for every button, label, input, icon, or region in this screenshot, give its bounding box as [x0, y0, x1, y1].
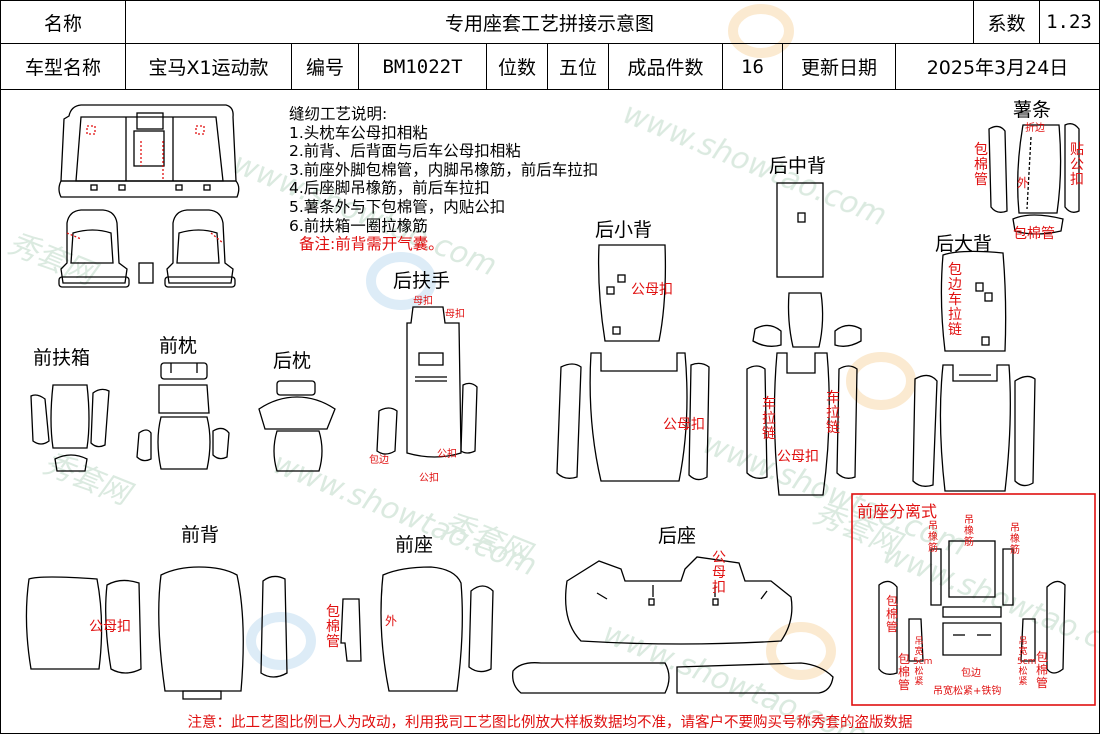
rear-headrest-pieces [258, 380, 336, 472]
anno-chips-fold: 折边 [1025, 123, 1045, 134]
anno-sep-side-right: 吊宽5cm松紧 [1017, 637, 1037, 687]
front-armrest-box-pieces [30, 384, 110, 472]
front-seat-overview-right [164, 209, 236, 288]
chips-pieces [988, 123, 1080, 235]
front-seat-separate-frame [851, 493, 1096, 706]
anno-chips-stick: 贴公扣 [1070, 142, 1084, 188]
anno-sep-side-left: 吊宽5cm松紧 [913, 637, 933, 687]
label-front-back: 前背 [181, 524, 220, 546]
anno-sep-hang-right: 吊橡筋 [1010, 523, 1020, 556]
anno-chips-outer: 外 [1017, 176, 1030, 190]
code-value: BM1022T [359, 44, 487, 89]
rear-armrest-pieces [376, 306, 478, 458]
front-seat-overview-left [58, 209, 130, 288]
anno-chips-bottom-cotton: 包棉管 [1013, 226, 1055, 242]
small-square-part [138, 262, 154, 284]
rear-big-back-pieces [912, 250, 1036, 492]
anno-sep-cotton-left: 包棉管 [885, 594, 898, 634]
anno-armrest-female-2: 母扣 [445, 309, 465, 320]
front-headrest-pieces [136, 362, 230, 470]
sheet-title: 专用座套工艺拼接示意图 [126, 1, 974, 43]
count-value: 16 [723, 44, 783, 89]
date-value: 2025年3月24日 [926, 57, 1069, 79]
instruction-remark: 备注:前背需开气囊。 [299, 235, 444, 254]
anno-armrest-female: 母扣 [413, 296, 433, 307]
seats-value: 五位 [548, 44, 609, 89]
label-front-seat-separate: 前座分离式 [857, 502, 938, 521]
label-rear-headrest: 后枕 [273, 350, 312, 372]
instruction-item-5: 5.薯条外与下包棉管，内贴公扣 [289, 197, 506, 216]
anno-sep-rim: 包边 [961, 668, 981, 679]
model-value: 宝马X1运动款 [126, 44, 292, 89]
instruction-item-3: 3.前座外脚包棉管，内脚吊橡筋，前后车拉扣 [289, 160, 599, 179]
front-seat-separate-pieces [878, 540, 1066, 675]
instruction-item-2: 2.前背、后背面与后车公母扣相粘 [289, 142, 521, 161]
seats-label: 位数 [487, 44, 548, 89]
date-label: 更新日期 [783, 44, 896, 89]
anno-sep-elastic: 吊宽松紧+铁钩 [933, 686, 1002, 697]
front-back-pieces [25, 566, 288, 700]
anno-sep-hang-left: 吊橡筋 [928, 521, 938, 554]
name-label: 名称 [1, 1, 126, 43]
instruction-item-6: 6.前扶箱一圈拉橡筋 [289, 216, 428, 235]
front-seat-pieces [340, 566, 494, 692]
count-label: 成品件数 [609, 44, 723, 89]
sewing-instructions: 缝纫工艺说明: 1.头枕车公母扣相粘 2.前背、后背面与后车公母扣相粘 3.前座… [289, 105, 598, 254]
rear-middle-back-pieces [746, 182, 862, 496]
anno-armrest-hem: 包边 [369, 455, 389, 466]
label-front-armrest-box: 前扶箱 [33, 347, 91, 369]
label-front-seat: 前座 [395, 534, 434, 556]
instructions-title: 缝纫工艺说明: [289, 105, 388, 123]
code-label: 编号 [292, 44, 359, 89]
anno-middle-back-zip-right: 车拉链 [826, 390, 840, 436]
anno-chips-cotton: 包棉管 [974, 142, 988, 188]
anno-middle-back-zip-left: 车拉链 [762, 396, 776, 442]
label-rear-middle-back: 后中背 [769, 155, 827, 177]
instruction-item-4: 4.后座脚吊橡筋，前后车拉扣 [289, 179, 490, 198]
series-label: 系数 [974, 1, 1040, 43]
label-rear-small-back: 后小背 [595, 219, 653, 241]
anno-sep-cotton-bottom: 包棉管 [897, 652, 910, 692]
anno-sep-hang-top: 吊橡筋 [964, 515, 974, 548]
label-rear-big-back: 后大背 [935, 233, 993, 255]
anno-middle-back-buckle: 公母扣 [777, 449, 819, 465]
series-value: 1.23 [1046, 11, 1092, 33]
instruction-item-1: 1.头枕车公母扣相粘 [289, 123, 428, 142]
footer-warning: 注意：此工艺图比例已人为改动，利用我司工艺图比例放大样板数据均不准，请客户不要购… [187, 715, 913, 731]
rear-small-back-pieces [556, 244, 710, 482]
anno-sep-cotton-right: 包棉管 [1035, 650, 1048, 690]
anno-front-seat-outer: 外 [385, 614, 398, 628]
model-label: 车型名称 [1, 44, 126, 89]
anno-big-back-zip: 包边车拉链 [948, 262, 962, 338]
anno-small-back-buckle-2: 公母扣 [663, 417, 705, 433]
header-row-1: 名称 专用座套工艺拼接示意图 系数 1.23 [1, 1, 1099, 44]
header-row-2: 车型名称 宝马X1运动款 编号 BM1022T 位数 五位 成品件数 16 更新… [1, 44, 1099, 90]
anno-small-back-buckle: 公母扣 [631, 282, 673, 298]
anno-armrest-male-2: 公扣 [419, 473, 439, 484]
label-rear-armrest: 后扶手 [393, 270, 451, 292]
anno-armrest-male: 公扣 [437, 449, 457, 460]
anno-front-back-buckle: 公母扣 [89, 619, 131, 635]
label-rear-seat: 后座 [658, 525, 697, 547]
label-chips: 薯条 [1013, 99, 1052, 121]
seat-overview-drawing [58, 104, 240, 198]
rear-seat-pieces [512, 556, 834, 694]
anno-front-seat-cotton: 包棉管 [326, 604, 340, 650]
anno-rear-seat-buckle: 公母扣 [712, 550, 726, 596]
label-front-headrest: 前枕 [159, 335, 198, 357]
